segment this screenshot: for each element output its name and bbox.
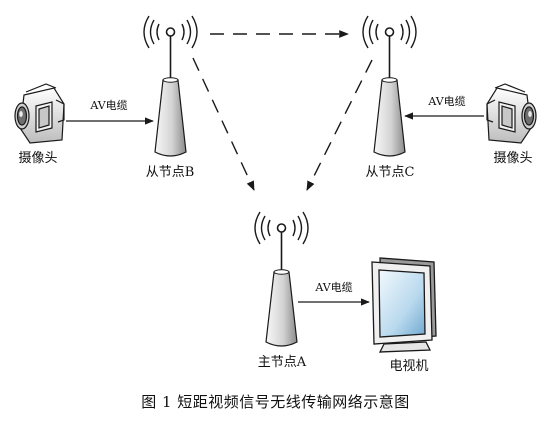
- master-node-a: 主节点A: [254, 211, 309, 370]
- television: 电视机: [371, 257, 437, 374]
- camera-right-label: 摄像头: [493, 151, 532, 166]
- camera-right: 摄像头: [486, 83, 537, 166]
- video-camera-icon: [486, 83, 537, 144]
- cable-bottom-label: AV电缆: [314, 281, 352, 294]
- wireless-signal-icon: [143, 15, 198, 80]
- camera-left: 摄像头: [14, 83, 65, 166]
- cable-left-label: AV电缆: [89, 99, 127, 112]
- antenna-tower-icon: [154, 79, 187, 157]
- cable-right-label: AV电缆: [427, 95, 465, 108]
- av-cables: [66, 112, 484, 306]
- camera-left-label: 摄像头: [18, 151, 57, 166]
- node-a-label: 主节点A: [258, 355, 307, 370]
- node-b-label: 从节点B: [146, 165, 195, 180]
- tv-label: 电视机: [389, 359, 428, 374]
- slave-node-c: 从节点C: [362, 15, 417, 180]
- figure-caption: 图 1 短距视频信号无线传输网络示意图: [141, 393, 410, 411]
- slave-node-b: 从节点B: [143, 15, 198, 180]
- tv-icon: [371, 257, 437, 353]
- link-c-to-a: [306, 59, 373, 191]
- antenna-tower-icon: [265, 271, 298, 347]
- antenna-tower-icon: [373, 79, 406, 157]
- video-camera-icon: [14, 83, 65, 144]
- wireless-links: [192, 30, 373, 191]
- link-b-to-a: [192, 57, 255, 191]
- node-c-label: 从节点C: [366, 165, 415, 180]
- wireless-signal-icon: [254, 211, 309, 272]
- wireless-signal-icon: [362, 15, 417, 80]
